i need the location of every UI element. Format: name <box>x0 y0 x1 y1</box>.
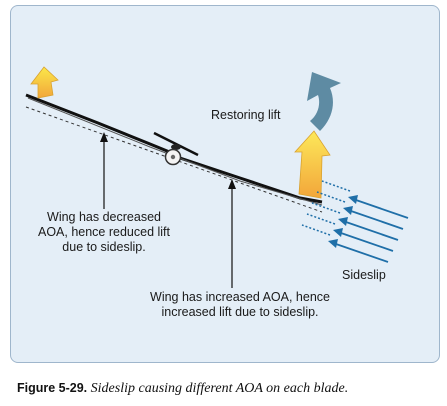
decreased-aoa-line-2: AOA, hence reduced lift <box>37 225 171 239</box>
reduced-lift-arrow-icon <box>30 66 59 99</box>
airplane-icon <box>153 131 199 166</box>
figure-panel <box>10 5 440 363</box>
decreased-aoa-line-3: due to sideslip. <box>62 240 146 254</box>
sideslip-text: Sideslip <box>342 268 386 282</box>
restoring-lift-label: Restoring lift <box>211 108 280 123</box>
wing-right <box>179 156 323 204</box>
increased-aoa-pointer-icon <box>228 179 236 288</box>
caption-text: Sideslip causing different AOA on each b… <box>90 381 349 396</box>
sideslip-arrows-icon <box>301 180 409 263</box>
decreased-aoa-pointer-icon <box>100 132 108 209</box>
decreased-aoa-label: Wing has decreased AOA, hence reduced li… <box>18 210 190 255</box>
decreased-aoa-line-1: Wing has decreased <box>47 210 161 224</box>
increased-aoa-line-1: Wing has increased AOA, hence <box>150 290 330 304</box>
wing-left <box>25 93 173 155</box>
figure-caption: Figure 5-29. Sideslip causing different … <box>17 381 348 397</box>
restoring-lift-arrow-icon <box>307 72 341 131</box>
increased-lift-arrow-icon <box>294 130 331 199</box>
caption-number: Figure 5-29. <box>17 381 88 395</box>
restoring-lift-text: Restoring lift <box>211 108 281 122</box>
increased-aoa-line-2: increased lift due to sideslip. <box>161 305 319 319</box>
sideslip-label: Sideslip <box>342 268 386 283</box>
wing-lower-edge <box>27 97 323 206</box>
increased-aoa-label: Wing has increased AOA, hence increased … <box>130 290 350 320</box>
